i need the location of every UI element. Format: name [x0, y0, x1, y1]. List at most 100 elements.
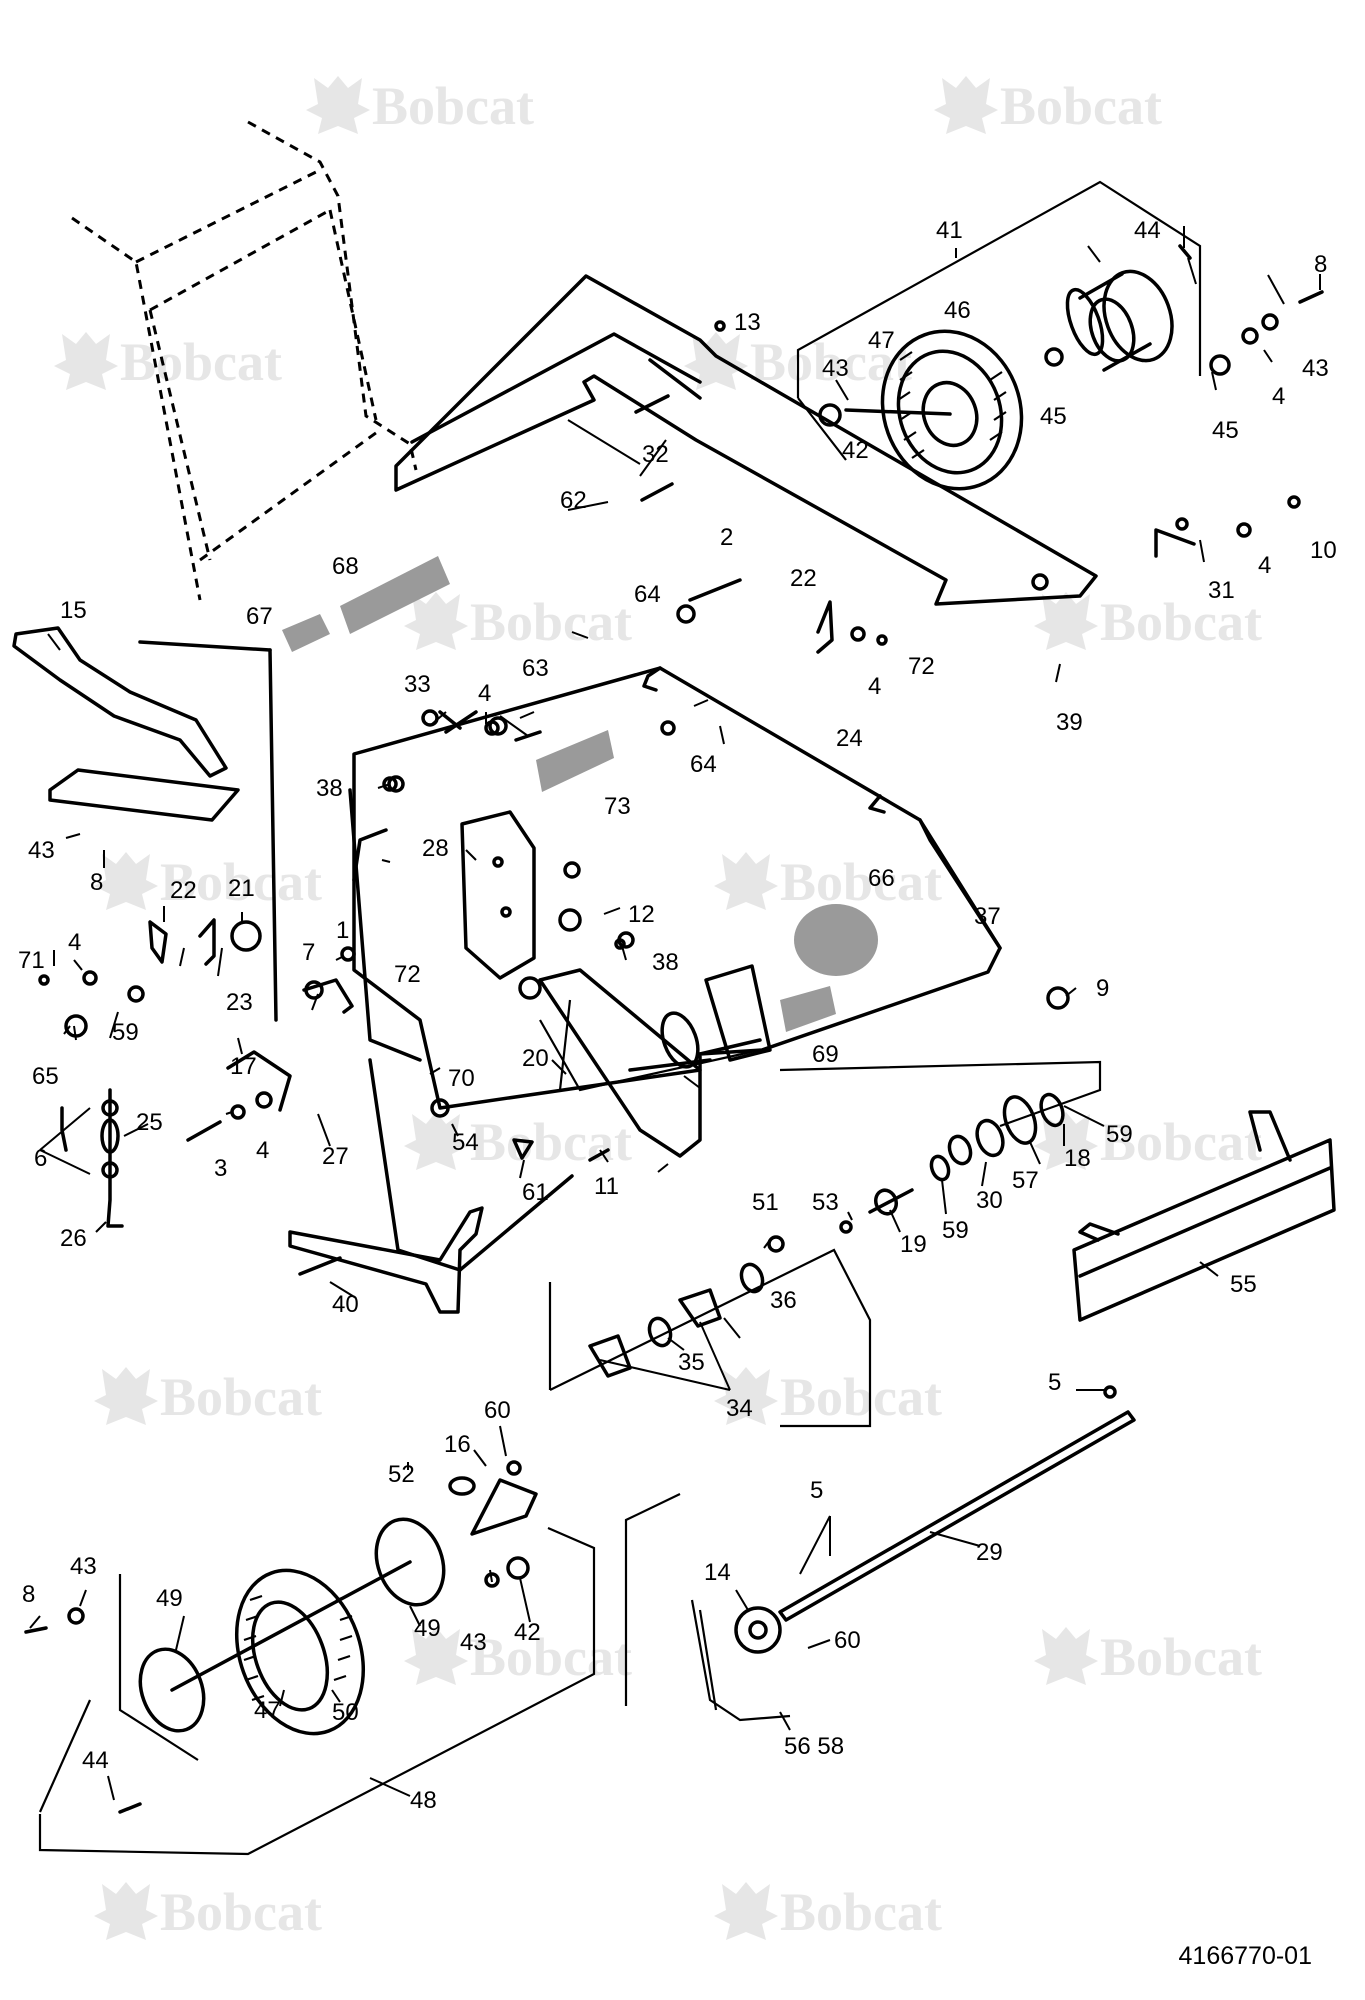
callout-22: 22 — [790, 565, 817, 592]
callout-8: 8 — [90, 869, 103, 896]
watermark-text: Bobcat — [470, 1627, 632, 1687]
callout-34: 34 — [726, 1395, 753, 1422]
frame-strap-15 — [12, 626, 240, 822]
callout-22: 22 — [170, 877, 197, 904]
watermark: Bobcat — [94, 1882, 322, 1942]
callout-70: 70 — [448, 1065, 475, 1092]
wheel-46 — [880, 329, 1024, 491]
bearing-block — [660, 964, 772, 1069]
callout-32: 32 — [642, 441, 669, 468]
watermark: Bobcat — [714, 1882, 942, 1942]
callout-11: 11 — [594, 1173, 619, 1200]
callout-10: 10 — [1310, 537, 1337, 564]
left-wheel-assembly — [24, 1460, 596, 1856]
callout-54: 54 — [452, 1129, 479, 1156]
callout-42: 42 — [842, 437, 869, 464]
callout-40: 40 — [332, 1291, 359, 1318]
watermark-text: Bobcat — [1100, 1627, 1262, 1687]
callout-18: 18 — [1064, 1145, 1091, 1172]
callout-43: 43 — [70, 1553, 97, 1580]
callout-1: 1 — [336, 917, 349, 944]
callout-55: 55 — [1230, 1271, 1257, 1298]
watermark: Bobcat — [714, 852, 942, 912]
callout-4: 4 — [1258, 552, 1271, 579]
watermark-text: Bobcat — [160, 1882, 322, 1942]
watermark: Bobcat — [404, 1627, 632, 1687]
callout-38: 38 — [316, 775, 343, 802]
watermark-text: Bobcat — [470, 1112, 632, 1172]
callout-35: 35 — [678, 1349, 705, 1376]
callout-5: 5 — [1048, 1369, 1061, 1396]
callout-7: 7 — [302, 939, 315, 966]
callout-64: 64 — [634, 581, 661, 608]
drive-shaft — [624, 1385, 1136, 1722]
hub-49 — [138, 1517, 446, 1733]
small-hardware — [38, 320, 1301, 1228]
callout-8: 8 — [22, 1581, 35, 1608]
leader-lines — [29, 226, 1321, 1801]
callout-43: 43 — [28, 837, 55, 864]
callout-50: 50 — [332, 1699, 359, 1726]
callout-33: 33 — [404, 671, 431, 698]
watermark-text: Bobcat — [1100, 592, 1262, 652]
watermark-text: Bobcat — [1000, 76, 1162, 136]
callout-16: 16 — [444, 1431, 471, 1458]
callout-36: 36 — [770, 1287, 797, 1314]
callout-64: 64 — [690, 751, 717, 778]
callout-19: 19 — [900, 1231, 927, 1258]
callout-14: 14 — [704, 1559, 731, 1586]
callout-49: 49 — [414, 1615, 441, 1642]
axle-bearing-parts — [779, 986, 1102, 1234]
watermark: Bobcat — [404, 592, 632, 652]
upper-frame — [394, 274, 1098, 606]
callout-67: 67 — [246, 603, 273, 630]
callout-62: 62 — [560, 487, 587, 514]
callout-4: 4 — [868, 673, 881, 700]
callout-47: 47 — [868, 327, 895, 354]
callout-60: 60 — [834, 1627, 861, 1654]
callout-4: 4 — [68, 929, 81, 956]
callout-59: 59 — [942, 1217, 969, 1244]
callout-60: 60 — [484, 1397, 511, 1424]
callout-43: 43 — [1302, 355, 1329, 382]
callout-61: 61 — [522, 1179, 549, 1206]
watermark: Bobcat — [404, 1112, 632, 1172]
watermark-text: Bobcat — [780, 852, 942, 912]
callout-21: 21 — [228, 875, 255, 902]
callout-31: 31 — [1208, 577, 1235, 604]
callout-25: 25 — [136, 1109, 163, 1136]
callout-23: 23 — [226, 989, 253, 1016]
callout-43: 43 — [460, 1629, 487, 1656]
callout-46: 46 — [944, 297, 971, 324]
bracket-28 — [460, 810, 536, 980]
callout-57: 57 — [1012, 1167, 1039, 1194]
watermark: Bobcat — [1034, 1112, 1262, 1172]
watermark: Bobcat — [94, 1367, 322, 1427]
watermark-text: Bobcat — [470, 592, 632, 652]
callout-4: 4 — [1272, 383, 1285, 410]
callout-42: 42 — [514, 1619, 541, 1646]
callout-17: 17 — [230, 1053, 257, 1080]
callout-51: 51 — [752, 1189, 779, 1216]
callout-8: 8 — [1314, 251, 1327, 278]
callout-37: 37 — [974, 903, 1001, 930]
callout-29: 29 — [976, 1539, 1003, 1566]
callout-66: 66 — [868, 865, 895, 892]
callout-45: 45 — [1040, 403, 1067, 430]
watermark: Bobcat — [714, 1367, 942, 1427]
callout-72: 72 — [908, 653, 935, 680]
callout-9: 9 — [1096, 975, 1109, 1002]
callout-68: 68 — [332, 553, 359, 580]
watermark: Bobcat — [54, 332, 282, 392]
callout-49: 49 — [156, 1585, 183, 1612]
watermark: Bobcat — [1034, 592, 1262, 652]
callout-44: 44 — [82, 1747, 109, 1774]
callout-44: 44 — [1134, 217, 1161, 244]
callout-38: 38 — [652, 949, 679, 976]
callout-3: 3 — [214, 1155, 227, 1182]
watermark-text: Bobcat — [1100, 1112, 1262, 1172]
watermark-text: Bobcat — [780, 1882, 942, 1942]
callout-15: 15 — [60, 597, 87, 624]
callout-63: 63 — [522, 655, 549, 682]
watermark: Bobcat — [306, 76, 534, 136]
